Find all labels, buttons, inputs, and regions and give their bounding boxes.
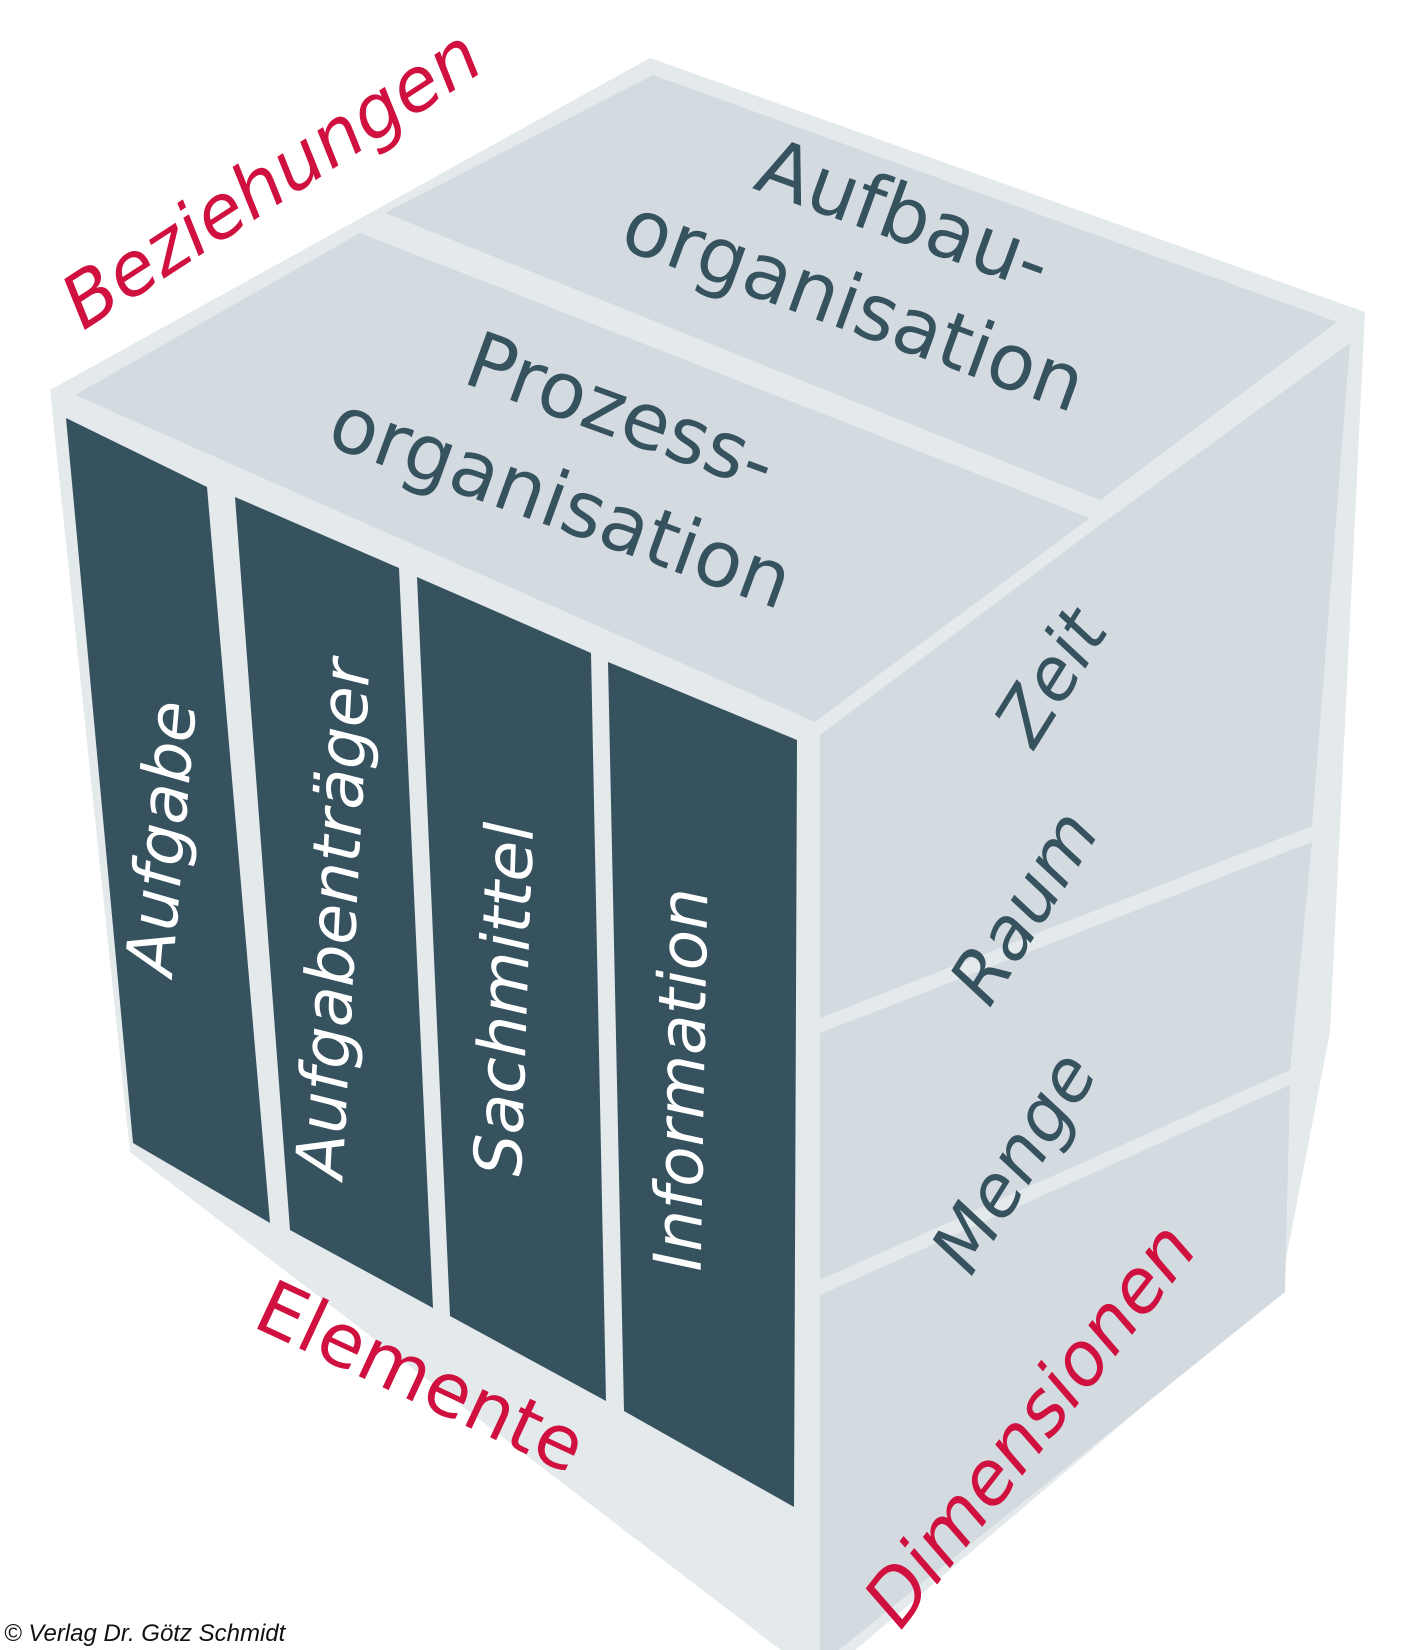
right-panel-raum (820, 842, 1312, 1280)
element-label-information: Information (640, 887, 724, 1272)
element-column-sachmittel (417, 577, 606, 1401)
element-label-sachmittel: Sachmittel (460, 820, 549, 1177)
top-panel-aufbauorganisation (385, 75, 1337, 500)
copyright-notice: © Verlag Dr. Götz Schmidt (4, 1620, 286, 1647)
top-panel-prozessorganisation (75, 233, 1090, 722)
element-column-information (608, 662, 797, 1507)
right-panel-menge (820, 1085, 1290, 1650)
right-panel-zeit (820, 343, 1350, 1018)
element-column-aufgabe (66, 418, 270, 1223)
element-column-aufgabentraeger (235, 497, 433, 1308)
